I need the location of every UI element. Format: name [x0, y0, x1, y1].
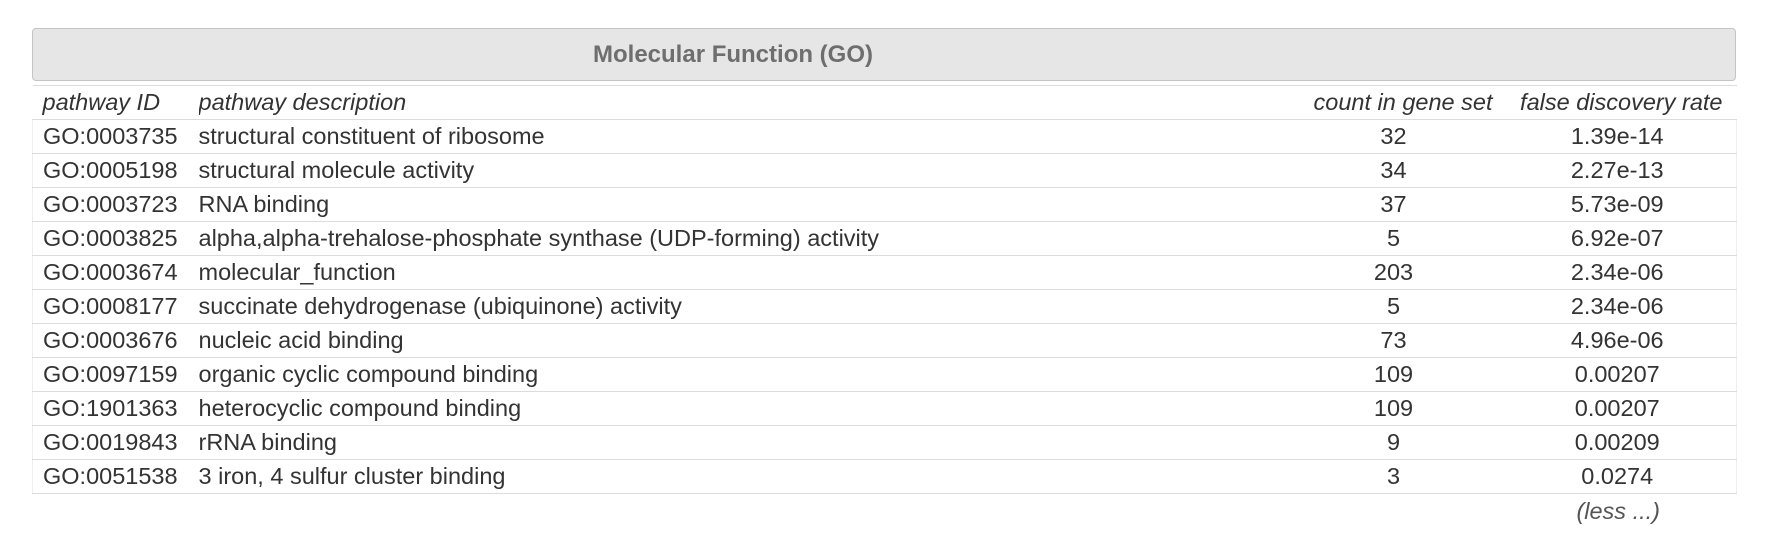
count-cell: 32: [1288, 119, 1499, 154]
fdr-cell: 4.96e-06: [1498, 323, 1737, 358]
count-cell: 73: [1288, 323, 1499, 358]
pathway-id-cell[interactable]: GO:0003674: [32, 255, 199, 290]
pathway-table: pathway ID pathway description count in …: [32, 85, 1737, 494]
pathway-id-cell[interactable]: GO:0019843: [32, 425, 199, 460]
fdr-cell: 2.27e-13: [1498, 153, 1737, 188]
table-header-row: pathway ID pathway description count in …: [32, 85, 1737, 120]
column-header-pathway-id: pathway ID: [32, 85, 199, 120]
pathway-description-cell: organic cyclic compound binding: [198, 357, 1289, 392]
less-link[interactable]: (less ...): [1576, 498, 1660, 524]
column-header-description: pathway description: [198, 85, 1289, 120]
fdr-cell: 1.39e-14: [1498, 119, 1737, 154]
pathway-id-cell[interactable]: GO:0003735: [32, 119, 199, 154]
pathway-description-cell: nucleic acid binding: [198, 323, 1289, 358]
fdr-cell: 2.34e-06: [1498, 289, 1737, 324]
count-cell: 3: [1288, 459, 1499, 494]
molecular-function-panel: Molecular Function (GO) pathway ID pathw…: [32, 28, 1737, 528]
pathway-id-cell[interactable]: GO:0003676: [32, 323, 199, 358]
fdr-cell: 6.92e-07: [1498, 221, 1737, 256]
fdr-cell: 0.00207: [1498, 391, 1737, 426]
pathway-id-cell[interactable]: GO:1901363: [32, 391, 199, 426]
pathway-description-cell: 3 iron, 4 sulfur cluster binding: [198, 459, 1289, 494]
column-header-fdr: false discovery rate: [1498, 85, 1737, 120]
pathway-id-cell[interactable]: GO:0097159: [32, 357, 199, 392]
count-cell: 109: [1288, 357, 1499, 392]
count-cell: 34: [1288, 153, 1499, 188]
pathway-id-cell[interactable]: GO:0008177: [32, 289, 199, 324]
count-cell: 9: [1288, 425, 1499, 460]
pathway-id-cell[interactable]: GO:0005198: [32, 153, 199, 188]
pathway-id-cell[interactable]: GO:0003723: [32, 187, 199, 222]
count-cell: 109: [1288, 391, 1499, 426]
pathway-id-cell[interactable]: GO:0003825: [32, 221, 199, 256]
pathway-description-cell: structural molecule activity: [198, 153, 1289, 188]
pathway-description-cell: molecular_function: [198, 255, 1289, 290]
count-cell: 5: [1288, 289, 1499, 324]
pathway-description-cell: alpha,alpha-trehalose-phosphate synthase…: [198, 221, 1289, 256]
count-cell: 37: [1288, 187, 1499, 222]
fdr-cell: 0.0274: [1498, 459, 1737, 494]
pathway-description-cell: RNA binding: [198, 187, 1289, 222]
pathway-id-cell[interactable]: GO:0051538: [32, 459, 199, 494]
pathway-description-cell: heterocyclic compound binding: [198, 391, 1289, 426]
table-footer: (less ...): [32, 494, 1736, 528]
fdr-cell: 2.34e-06: [1498, 255, 1737, 290]
count-cell: 203: [1288, 255, 1499, 290]
pathway-description-cell: succinate dehydrogenase (ubiquinone) act…: [198, 289, 1289, 324]
pathway-description-cell: rRNA binding: [198, 425, 1289, 460]
panel-title: Molecular Function (GO): [593, 40, 873, 68]
fdr-cell: 5.73e-09: [1498, 187, 1737, 222]
panel-header[interactable]: Molecular Function (GO): [32, 28, 1736, 81]
count-cell: 5: [1288, 221, 1499, 256]
fdr-cell: 0.00207: [1498, 357, 1737, 392]
fdr-cell: 0.00209: [1498, 425, 1737, 460]
column-header-count: count in gene set: [1288, 85, 1499, 120]
pathway-description-cell: structural constituent of ribosome: [198, 119, 1289, 154]
